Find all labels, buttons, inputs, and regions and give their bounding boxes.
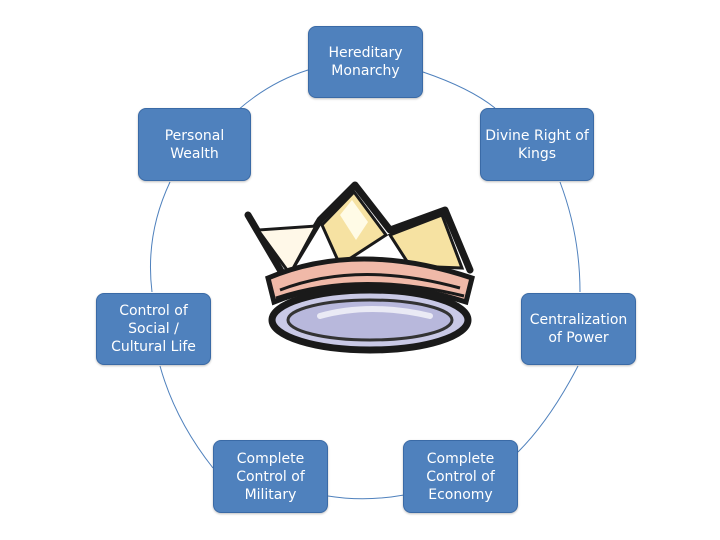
ring-arc: [160, 366, 213, 468]
ring-arc: [328, 495, 404, 499]
node-complete-control-of-economy: Complete Control of Economy: [403, 440, 518, 513]
node-hereditary-monarchy: Hereditary Monarchy: [308, 26, 423, 98]
node-centralization-of-power: Centralization of Power: [521, 293, 636, 365]
crown-icon: [240, 170, 480, 360]
node-label: Hereditary Monarchy: [328, 44, 402, 80]
node-divine-right-of-kings: Divine Right of Kings: [480, 108, 594, 181]
ring-arc: [423, 72, 495, 108]
node-label: Complete Control of Economy: [426, 450, 495, 504]
node-personal-wealth: Personal Wealth: [138, 108, 251, 181]
ring-arc: [150, 182, 170, 292]
ring-arc: [518, 366, 578, 452]
node-control-of-social-cultural-life: Control of Social / Cultural Life: [96, 293, 211, 365]
node-label: Control of Social / Cultural Life: [111, 302, 196, 356]
ring-arc: [560, 182, 580, 292]
ring-arc: [238, 70, 308, 110]
node-label: Personal Wealth: [165, 127, 225, 163]
node-label: Complete Control of Military: [236, 450, 305, 504]
node-label: Centralization of Power: [530, 311, 628, 347]
node-complete-control-of-military: Complete Control of Military: [213, 440, 328, 513]
node-label: Divine Right of Kings: [485, 127, 589, 163]
